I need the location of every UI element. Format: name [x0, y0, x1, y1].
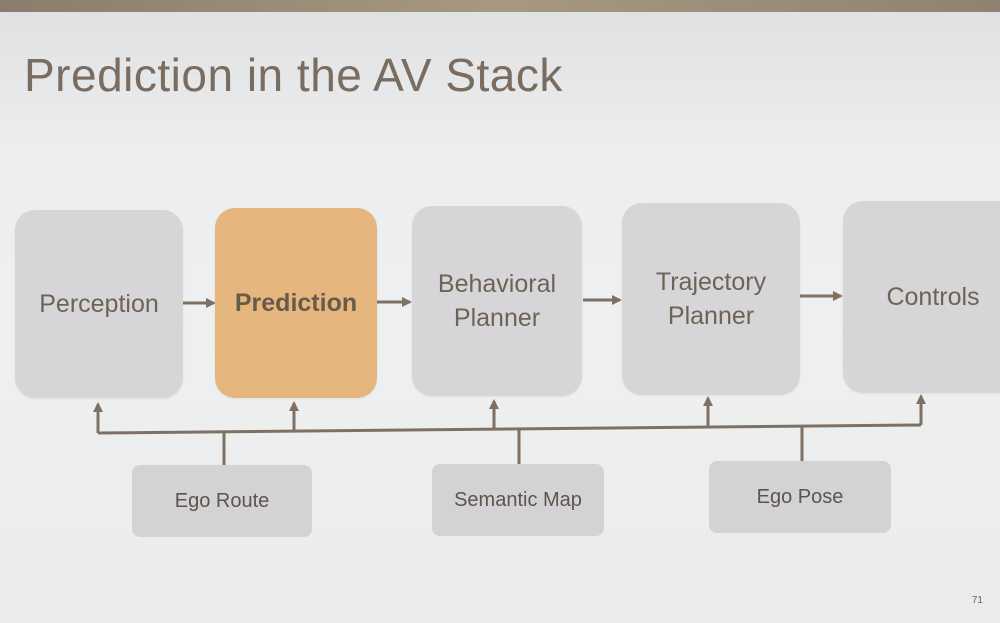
node-perception: Perception	[15, 210, 183, 398]
input-ego-pose-label: Ego Pose	[756, 485, 844, 508]
node-prediction: Prediction	[215, 208, 377, 398]
input-ego-route-label: Ego Route	[174, 489, 270, 512]
node-behavioral-planner-label: Behavioral Planner	[437, 270, 557, 332]
node-trajectory-planner-label: Trajectory Planner	[655, 268, 767, 330]
slide-top-bar	[0, 0, 1000, 12]
input-ego-route: Ego Route	[132, 465, 312, 537]
page-number: 71	[971, 595, 983, 606]
input-semantic-map: Semantic Map	[432, 464, 604, 536]
node-behavioral-planner: Behavioral Planner	[412, 206, 582, 396]
slide-title: Prediction in the AV Stack	[24, 49, 563, 101]
input-semantic-map-label: Semantic Map	[454, 488, 582, 511]
node-controls: Controls	[843, 201, 1000, 393]
input-bus-line	[97, 423, 922, 435]
input-ego-pose: Ego Pose	[709, 461, 891, 533]
node-perception-label: Perception	[39, 290, 159, 318]
node-prediction-label: Prediction	[234, 289, 358, 317]
node-trajectory-planner: Trajectory Planner	[622, 203, 800, 395]
node-controls-label: Controls	[886, 283, 980, 311]
